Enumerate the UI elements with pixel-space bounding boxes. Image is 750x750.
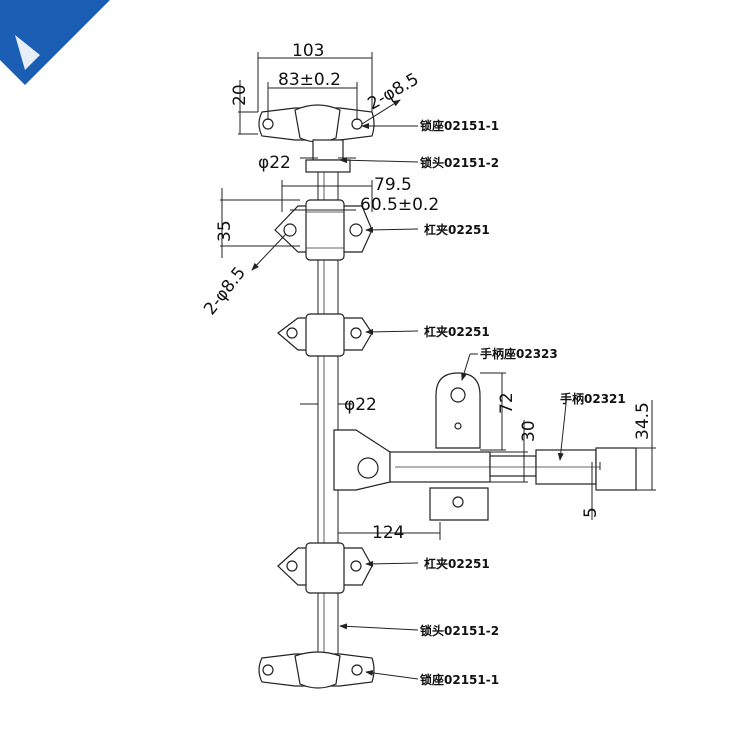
top-lock-seat [258,104,375,161]
label-lock-seat-bottom: 锁座02151-1 [420,672,499,687]
clamp-1 [274,199,373,261]
dim-phi22-mid: φ22 [344,395,377,415]
bottom-lock-seat [258,651,375,689]
clamp-3 [277,542,373,594]
dim-79: 79.5 [374,175,412,195]
dim-103: 103 [292,41,324,61]
dim-124: 124 [372,523,404,543]
label-lock-head-bottom: 锁头02151-2 [420,623,499,638]
dim-72: 72 [497,392,517,414]
handle [333,429,637,491]
dim-83: 83±0.2 [278,70,341,90]
dim-phi22-top: φ22 [258,153,291,173]
label-handle: 手柄02321 [560,391,626,406]
dim-5: 5 [581,507,601,518]
dim-60: 60.5±0.2 [360,195,439,215]
dim-34: 34.5 [633,402,653,440]
top-lock-head [305,159,351,173]
label-clamp-2: 杠夹02251 [424,324,490,339]
clamp-2 [277,313,373,357]
dim-hole-clamp: 2-φ8.5 [200,263,250,319]
corner-decoration [0,0,110,85]
label-clamp-1: 杠夹02251 [424,222,490,237]
dim-30: 30 [519,420,539,442]
dimension-lines [220,52,656,540]
dim-hole-top: 2-φ8.5 [365,69,423,114]
label-lock-head-top: 锁头02151-2 [420,155,499,170]
label-handle-seat: 手柄座02323 [480,346,558,361]
handle-seat [429,372,489,521]
dim-35: 35 [215,220,235,242]
corner-highlight [15,35,40,70]
label-leaders [339,123,567,680]
dim-20: 20 [230,84,250,106]
label-clamp-3: 杠夹02251 [424,556,490,571]
label-lock-seat-top: 锁座02151-1 [420,118,499,133]
